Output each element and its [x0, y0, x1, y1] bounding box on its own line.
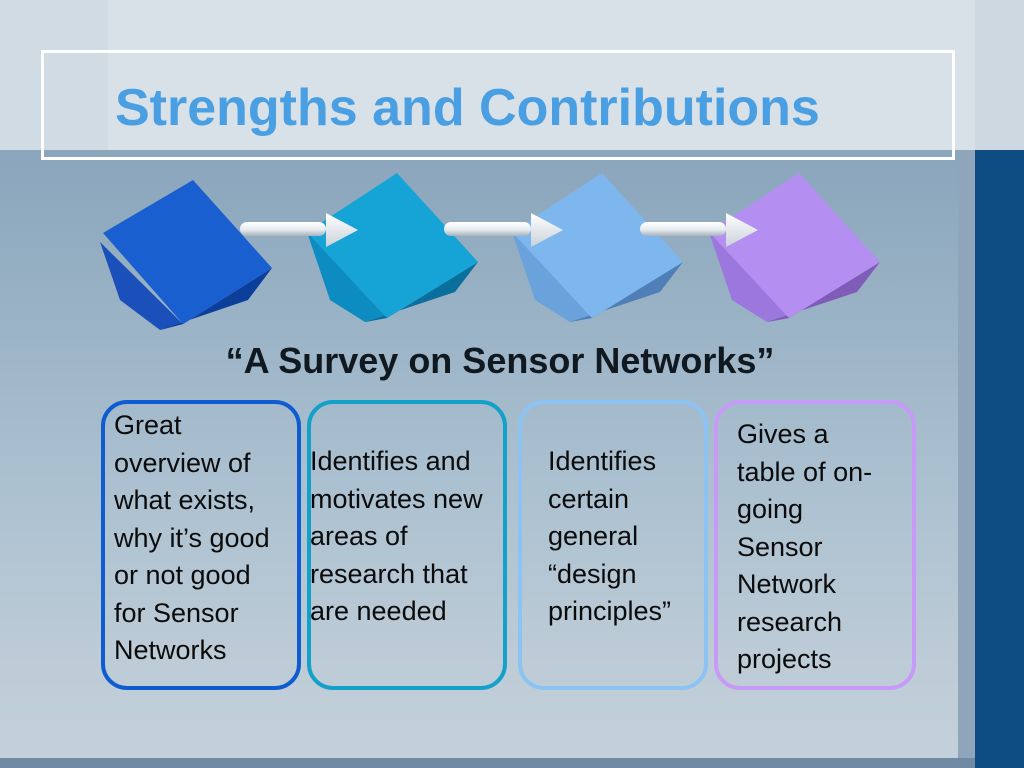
cube-violet-front-face [709, 173, 880, 318]
right-inner-strip [958, 150, 975, 768]
card-research-projects-text: Gives a table of on- going Sensor Networ… [737, 419, 873, 674]
cube-teal-top-face [307, 232, 387, 322]
arrow-shaft [640, 222, 726, 236]
cube-steel-blue [512, 173, 683, 322]
top-right-panel [975, 0, 1024, 150]
card-research-projects [714, 400, 916, 690]
survey-title: “A Survey on Sensor Networks” [225, 340, 775, 381]
slide-title: Strengths and Contributions [115, 79, 820, 137]
card-design-principles [518, 400, 708, 690]
arrow-head [531, 213, 563, 247]
top-band [0, 0, 1024, 150]
cube-violet [709, 173, 880, 322]
bottom-strip [0, 758, 975, 768]
cube-steel-blue-front-face [512, 173, 683, 318]
cube-dark-blue-front-face [103, 180, 272, 324]
card-research-areas [307, 400, 507, 690]
title-frame [41, 50, 955, 160]
connector-arrow-3 [640, 213, 758, 247]
right-side-bar [975, 150, 1024, 768]
connector-arrow-1 [240, 213, 358, 247]
cube-violet-top-face [709, 232, 789, 322]
connector-arrow-2 [444, 213, 563, 247]
arrow-shaft [444, 222, 531, 236]
arrow-shaft [240, 222, 326, 236]
top-left-panel [0, 0, 108, 150]
card-overview [101, 400, 301, 690]
card-research-areas-text: Identifies and motivates new areas of re… [310, 446, 483, 626]
card-design-principles-text: Identifies certain general “design princ… [548, 446, 672, 626]
cube-teal-front-face [307, 173, 478, 318]
card-overview-text: Great overview of what exists, why it’s … [114, 410, 270, 665]
arrow-head [726, 213, 758, 247]
cube-steel-blue-top-face [512, 232, 592, 322]
cube-dark-blue [100, 180, 272, 330]
cube-dark-blue-top-face [100, 242, 183, 330]
arrow-head [326, 213, 358, 247]
cube-process-diagram [100, 173, 880, 330]
cube-teal [307, 173, 478, 322]
